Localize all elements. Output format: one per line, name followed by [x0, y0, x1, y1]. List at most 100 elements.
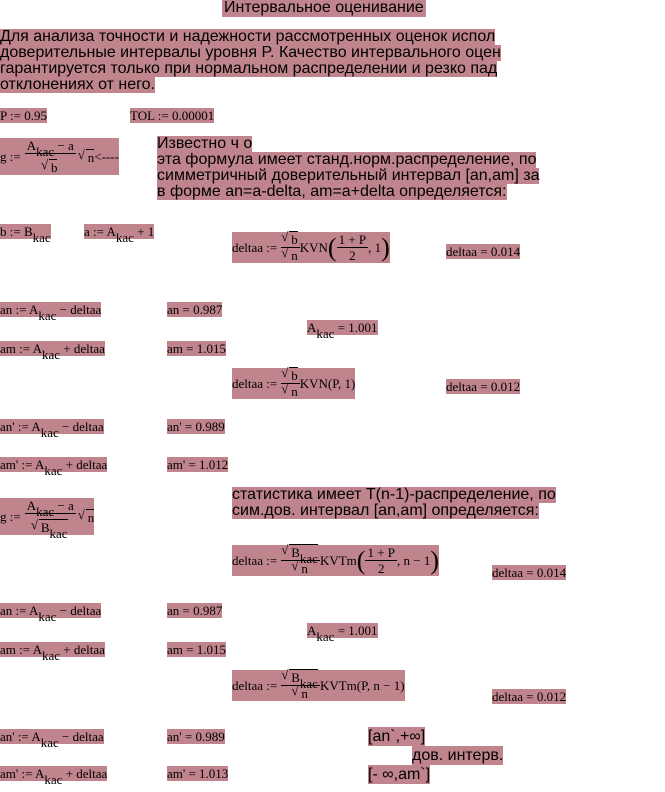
note-line: [- ∞,am`] — [368, 765, 431, 784]
page-title: Интервальное оценивание — [222, 0, 426, 17]
delta-lhs: deltaa := — [232, 240, 278, 255]
am-result: am = 1.015 — [167, 341, 226, 356]
num-tail: − a — [57, 498, 74, 513]
note-line: дов. интерв. — [412, 746, 504, 765]
akac-result: Akac = 1.001 — [307, 320, 378, 341]
arrow-label: <---- — [94, 149, 119, 164]
note-line: Известно ч о — [157, 135, 253, 152]
den-sub: kac — [49, 526, 68, 541]
p-definition: P := 0.95 — [0, 108, 47, 123]
sqrt-n: n — [299, 560, 308, 576]
sqrt-n: n — [78, 147, 95, 165]
a-definition: a := Akac + 1 — [84, 224, 155, 245]
sub: kac — [40, 735, 59, 750]
two: 2 — [378, 561, 385, 576]
op: − deltaa — [62, 419, 104, 434]
am-definition: am := Akac + deltaa — [0, 341, 105, 362]
delta-result-2: deltaa = 0.012 — [446, 379, 521, 394]
lhs: an := A — [0, 603, 39, 618]
kvtm-func: KVTm(P, n − 1) — [319, 678, 405, 693]
an-prime-definition: an' := Akac − deltaa — [0, 419, 104, 440]
g-formula-1: g := Akac − a b n <---- — [0, 138, 119, 175]
note-line: симметричный доверительный интервал [an,… — [157, 167, 540, 184]
lhs: am := A — [0, 642, 42, 657]
note-line: в форме an=a-delta, am=a+delta определяе… — [157, 183, 507, 200]
sub: kac — [38, 609, 57, 624]
note-1: Известно ч о эта формула имеет станд.нор… — [157, 135, 540, 200]
arg: , 1 — [368, 240, 382, 255]
op: + deltaa — [63, 642, 105, 657]
op: − deltaa — [62, 729, 104, 744]
am-prime-result-2: am' = 1.013 — [167, 766, 229, 781]
an-prime-result: an' = 0.989 — [167, 419, 225, 434]
one: 1 — [367, 545, 374, 560]
plus-p: + P — [348, 232, 367, 247]
kvtm-func: KVTm — [319, 553, 357, 568]
am-prime-result: am' = 1.012 — [167, 457, 229, 472]
num-sub: kac — [36, 504, 55, 519]
kvn-func: KVN(P, 1) — [299, 376, 356, 391]
delta-formula-1: deltaa := bn KVN ( 1 + P2 , 1 ) — [232, 231, 390, 263]
sqrt-n: n — [78, 507, 95, 525]
sub: kac — [42, 648, 61, 663]
two: 2 — [349, 248, 356, 263]
intro-line: гарантируется только при нормальном расп… — [0, 60, 498, 77]
g-lhs: g := — [0, 509, 21, 524]
an-definition: an := Akac − deltaa — [0, 302, 102, 323]
delta-result-3: deltaa = 0.014 — [492, 565, 567, 580]
sqrt-n: n — [289, 247, 298, 263]
tol-definition: TOL := 0.00001 — [130, 108, 215, 123]
val: = 1.001 — [337, 320, 378, 335]
sub: kac — [44, 463, 63, 478]
lhs: am' := A — [0, 457, 45, 472]
delta-result-4: deltaa = 0.012 — [492, 689, 567, 704]
sqrt-b: b — [289, 231, 298, 247]
a-lhs: a := A — [84, 224, 116, 239]
sub: kac — [44, 772, 63, 787]
op: + deltaa — [65, 766, 108, 781]
a: A — [307, 623, 317, 638]
am-prime-definition-2: am' := Akac + deltaa — [0, 766, 108, 787]
b-definition: b := Bkac — [0, 224, 51, 245]
note-line: статистика имеет T(n-1)-распределение, п… — [232, 486, 556, 503]
den-b: b — [48, 159, 58, 175]
note-line: [an`,+∞] — [368, 727, 426, 746]
delta-result-1: deltaa = 0.014 — [446, 244, 521, 259]
akac-result-2: Akac = 1.001 — [307, 623, 378, 644]
am-prime-definition: am' := Akac + deltaa — [0, 457, 108, 478]
sqrt-n: n — [299, 685, 308, 701]
lhs: am' := A — [0, 766, 45, 781]
b-sub: kac — [32, 230, 51, 245]
b: B — [291, 670, 300, 685]
g-lhs: g := — [0, 149, 21, 164]
sub: kac — [38, 308, 57, 323]
intro-line: Для анализа точности и надежности рассмо… — [0, 28, 496, 45]
a-sub: kac — [115, 230, 134, 245]
num-tail: − a — [57, 138, 74, 153]
a-tail: + 1 — [137, 224, 155, 239]
note-2: статистика имеет T(n-1)-распределение, п… — [232, 487, 556, 519]
sqrt-n: n — [289, 383, 298, 399]
delta-formula-4: deltaa := Bkacn KVTm(P, n − 1) — [232, 669, 405, 701]
an-prime-definition-2: an' := Akac − deltaa — [0, 729, 104, 750]
op: − deltaa — [59, 302, 102, 317]
num-a: A — [26, 138, 37, 153]
note-3: [an`,+∞] дов. интерв. [- ∞,am`] — [368, 727, 504, 784]
am-result-2: am = 1.015 — [167, 642, 226, 657]
val: = 1.001 — [337, 623, 378, 638]
kvn-func: KVN — [299, 240, 328, 255]
intro-line: доверительные интервалы уровня P. Качест… — [0, 44, 501, 61]
b-lhs: b := B — [0, 224, 33, 239]
am-definition-2: am := Akac + deltaa — [0, 642, 105, 663]
an-result: an = 0.987 — [167, 302, 223, 317]
den-b: B — [40, 520, 50, 535]
sub: kac — [316, 326, 335, 341]
sub: kac — [316, 629, 335, 644]
plus-p: + P — [377, 545, 396, 560]
lhs: an' := A — [0, 729, 41, 744]
delta-formula-3: deltaa := Bkacn KVTm ( 1 + P2 , n − 1 ) — [232, 544, 440, 576]
num-a: A — [26, 498, 37, 513]
a: A — [307, 320, 317, 335]
sub: kac — [42, 347, 61, 362]
delta-lhs: deltaa := — [232, 553, 278, 568]
